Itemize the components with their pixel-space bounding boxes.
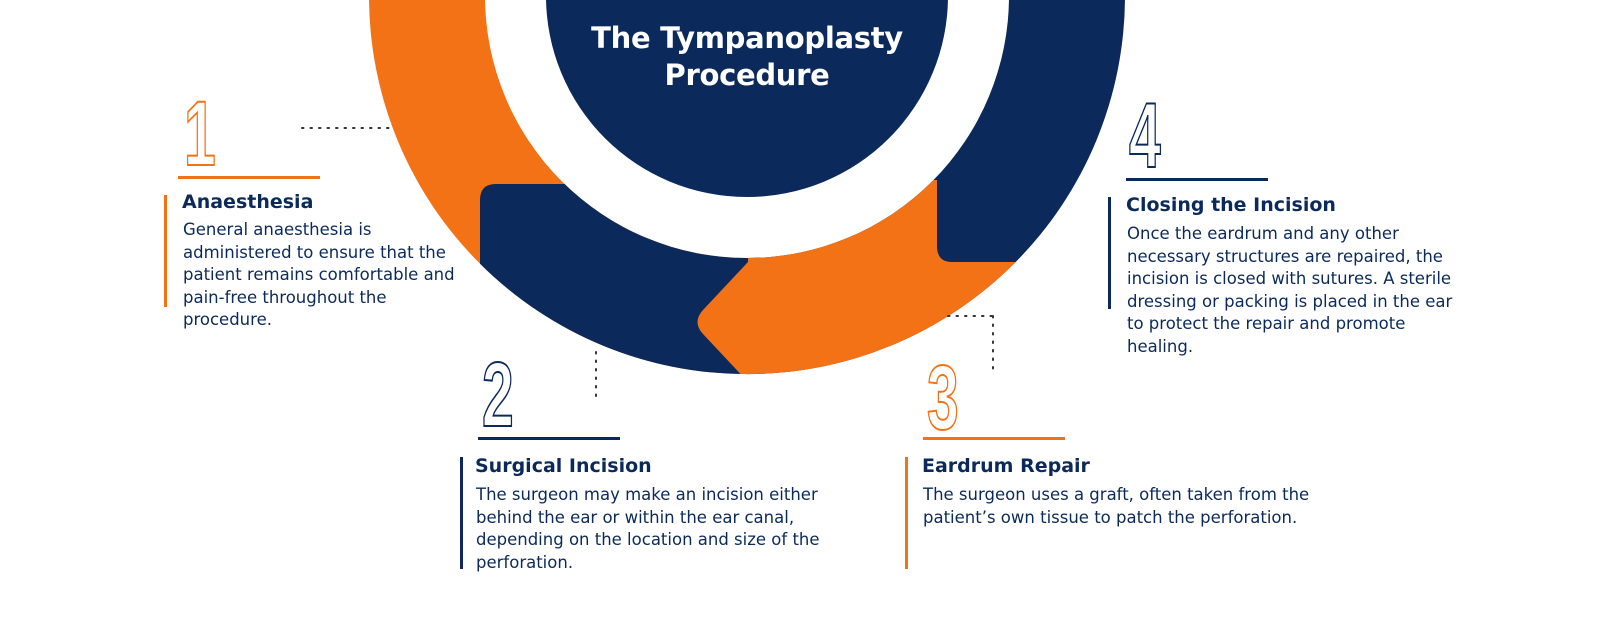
step-3-description: The surgeon uses a graft, often taken fr… xyxy=(923,485,1310,527)
step-number-4: 4 xyxy=(1128,85,1161,187)
step-1-title: Anaesthesia xyxy=(182,191,314,213)
step-3-title: Eardrum Repair xyxy=(922,455,1090,477)
step-2-description: The surgeon may make an incision either … xyxy=(476,485,820,572)
step-3-accent-bar xyxy=(905,457,908,569)
step-1-description: General anaesthesia is administered to e… xyxy=(183,220,455,330)
step-number-2: 2 xyxy=(481,344,514,446)
step-1-accent-bar xyxy=(164,195,167,307)
step-4-underline xyxy=(1126,178,1268,181)
diagram-title: The Tympanoplasty Procedure xyxy=(547,20,947,94)
title-line-1: The Tympanoplasty xyxy=(591,21,903,55)
step-number-1: 1 xyxy=(183,83,216,185)
step-number-3: 3 xyxy=(926,347,959,449)
step-1-underline xyxy=(178,176,320,179)
ring-segment-navy-bottom-left xyxy=(480,184,760,375)
ring-segment-orange-bottom-right xyxy=(697,180,1125,375)
step-4-title: Closing the Incision xyxy=(1126,194,1336,216)
title-line-2: Procedure xyxy=(664,58,830,92)
step-2-title: Surgical Incision xyxy=(475,455,652,477)
step-4-accent-bar xyxy=(1108,197,1111,309)
step-4-description: Once the eardrum and any other necessary… xyxy=(1127,224,1453,356)
step-3-underline xyxy=(923,437,1065,440)
center-circle xyxy=(546,0,948,197)
step-2-underline xyxy=(478,437,620,440)
step-2-accent-bar xyxy=(460,457,463,569)
